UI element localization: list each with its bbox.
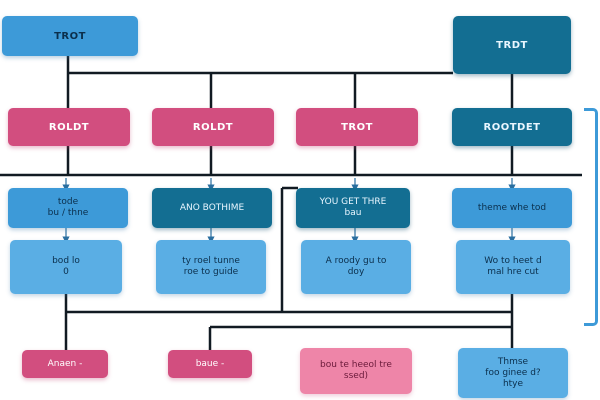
node-r2-c1: tode bu / thne [8,188,128,228]
node-r2-c2: ANO BOTHIME [152,188,272,228]
node-r3-c2: ty roel tunne roe to guide [156,240,266,294]
node-r4-c4: Thmse foo ginee d? htye [458,348,568,398]
node-r1-c2: ROLDT [152,108,274,146]
node-label: ROLDT [48,121,90,133]
node-label: ROOTDET [483,121,541,133]
node-label: bod lo 0 [52,256,80,277]
node-label: TROT [54,30,86,42]
node-label: tode bu / thne [47,197,89,218]
node-r3-c3: A roody gu to doy [301,240,411,294]
node-r1-c1: ROLDT [8,108,130,146]
node-top-right: TRDT [453,16,571,74]
node-r1-c3: TROT [296,108,418,146]
node-label: baue - [195,358,225,369]
node-label: A roody gu to doy [325,256,387,277]
node-label: Wo to heet d mal hre cut [484,256,542,277]
node-r3-c4: Wo to heet d mal hre cut [456,240,570,294]
node-r4-c1: Anaen - [22,350,108,378]
node-label: YOU GET THRE bau [319,197,387,218]
node-r2-c3: YOU GET THRE bau [296,188,410,228]
side-bracket [584,108,598,326]
node-r2-c4: theme whe tod [452,188,572,228]
node-label: ROLDT [192,121,234,133]
node-label: theme whe tod [477,202,547,213]
node-top-left: TROT [2,16,138,56]
node-r1-c4: ROOTDET [452,108,572,146]
node-label: Thmse foo ginee d? htye [485,356,541,389]
node-label: TRDT [496,39,528,51]
node-label: ANO BOTHIME [179,202,245,213]
node-r3-c1: bod lo 0 [10,240,122,294]
node-label: Anaen - [47,358,83,369]
node-label: ty roel tunne roe to guide [182,256,240,277]
node-label: TROT [341,121,373,133]
node-r4-c3: bou te heeol tre ssed) [300,348,412,394]
node-label: bou te heeol tre ssed) [320,360,392,381]
node-r4-c2: baue - [168,350,252,378]
